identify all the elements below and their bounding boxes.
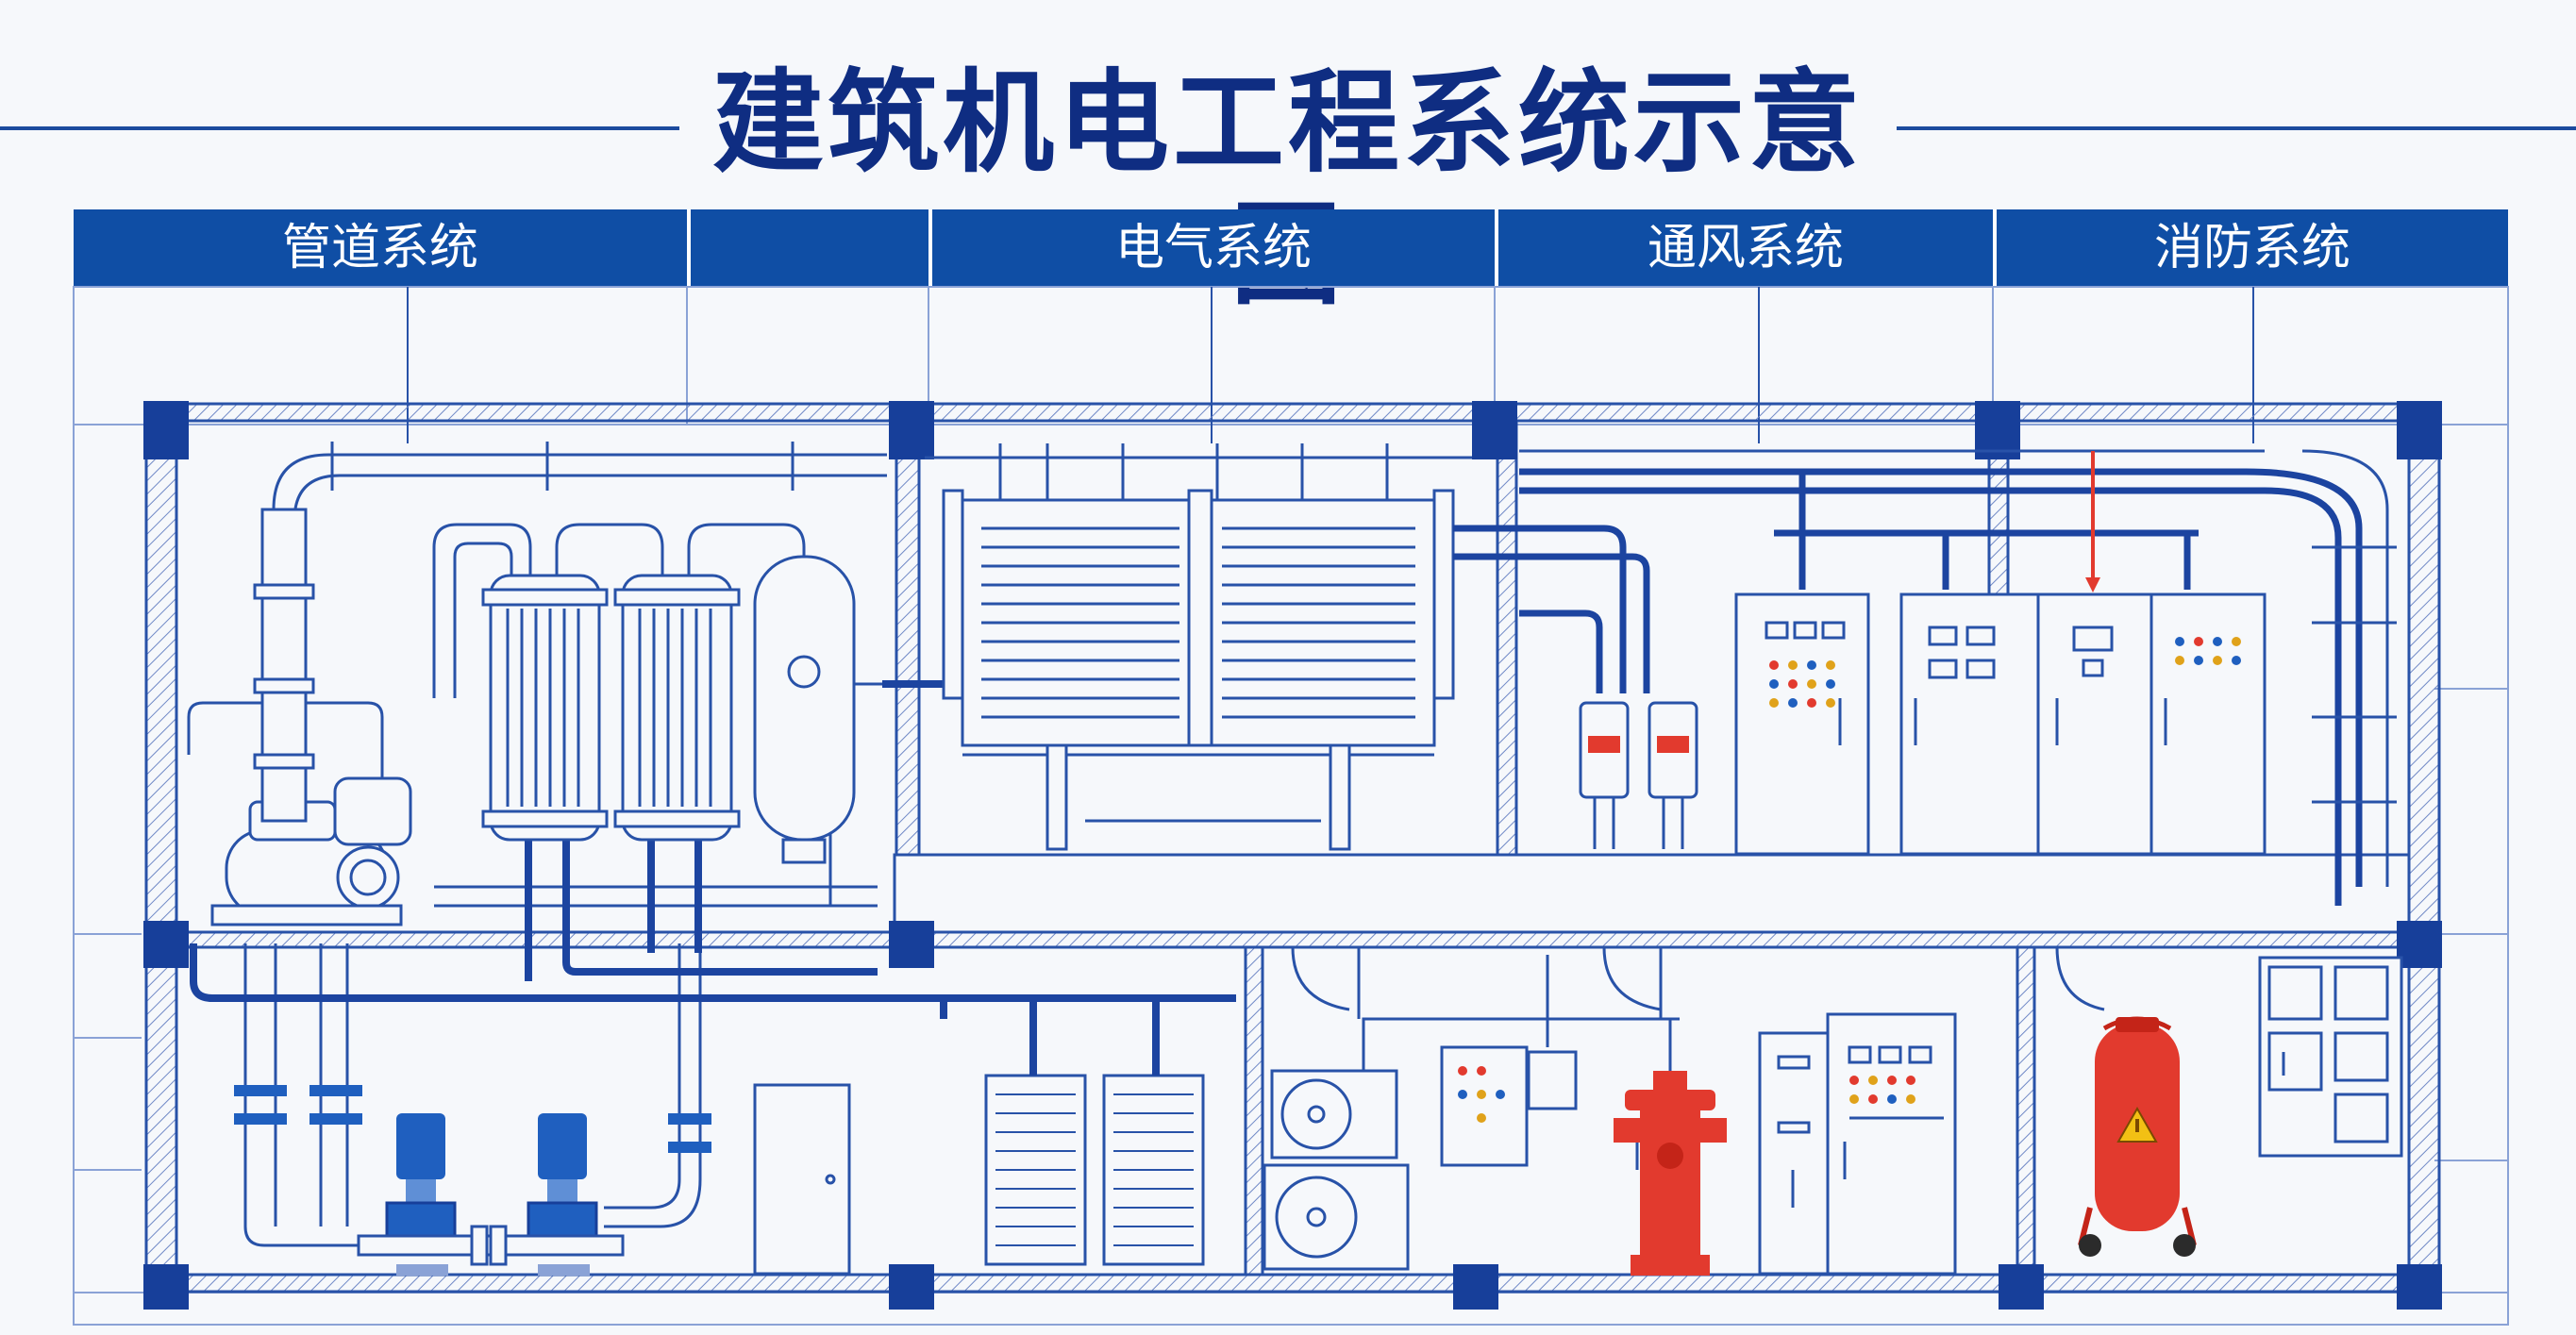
warning-triangle-icon: [2116, 1106, 2158, 1143]
pressure-tank-icon: [753, 555, 856, 864]
radiator-fins: [981, 526, 1415, 719]
header-separator: [1495, 209, 1498, 287]
supply-pipes: [190, 680, 1236, 1019]
pipe-valves: [234, 1085, 711, 1153]
duct-thin: [1519, 449, 2397, 887]
partition-doors: [1291, 946, 2105, 1019]
arrow-down-icon: [2085, 577, 2100, 592]
pump-header-pipe: [357, 1225, 625, 1266]
transformer-icon: [1579, 701, 1698, 849]
heat-exchanger-icon: [481, 574, 609, 842]
transformer-indicator: [1588, 736, 1689, 753]
header-ventilation-system: 通风系统: [1647, 220, 1844, 276]
title-rule-left: [0, 126, 679, 130]
blower-unit-icon: [210, 776, 412, 926]
indicator-lights: [1849, 1076, 1915, 1104]
fire-hydrant-icon: [1614, 1019, 1727, 1276]
header-separator: [1993, 209, 1997, 287]
header-pipe-system: 管道系统: [281, 220, 478, 276]
indicator-lights: [1769, 660, 1835, 708]
header-separator: [687, 209, 691, 287]
cabinet-fins: [995, 1093, 1194, 1246]
equipment-platform: [893, 853, 2411, 934]
distribution-box-icon: [2258, 956, 2403, 1158]
riser-pipe: [253, 508, 315, 823]
control-panel-icon: [1440, 1045, 1578, 1167]
heat-exchanger-icon: [613, 574, 741, 842]
header-electrical-system: 电气系统: [1114, 220, 1312, 276]
control-cabinet-icon: [1899, 592, 2040, 856]
system-header-bar: [74, 209, 2508, 287]
control-cabinet-icon: [2036, 592, 2153, 856]
duct-lines: [1453, 468, 2363, 906]
control-cabinet-icon: [1734, 592, 1870, 856]
door: [753, 1083, 851, 1276]
header-separator: [928, 209, 932, 287]
header-fire-system: 消防系统: [2153, 220, 2350, 276]
ac-outdoor-unit-icon: [1263, 1069, 1410, 1271]
cabinet-feeds: [1029, 998, 1160, 1076]
structural-columns: [143, 401, 2442, 1310]
transformer-icon: [925, 443, 1472, 851]
control-cabinet-icon: [2149, 592, 2267, 856]
title-rule-right: [1897, 126, 2576, 130]
indicator-lights: [1458, 1066, 1505, 1123]
indicator-lights: [2175, 637, 2241, 665]
pump-icon: [385, 1113, 457, 1276]
control-cabinet-icon: [1758, 1012, 1957, 1276]
